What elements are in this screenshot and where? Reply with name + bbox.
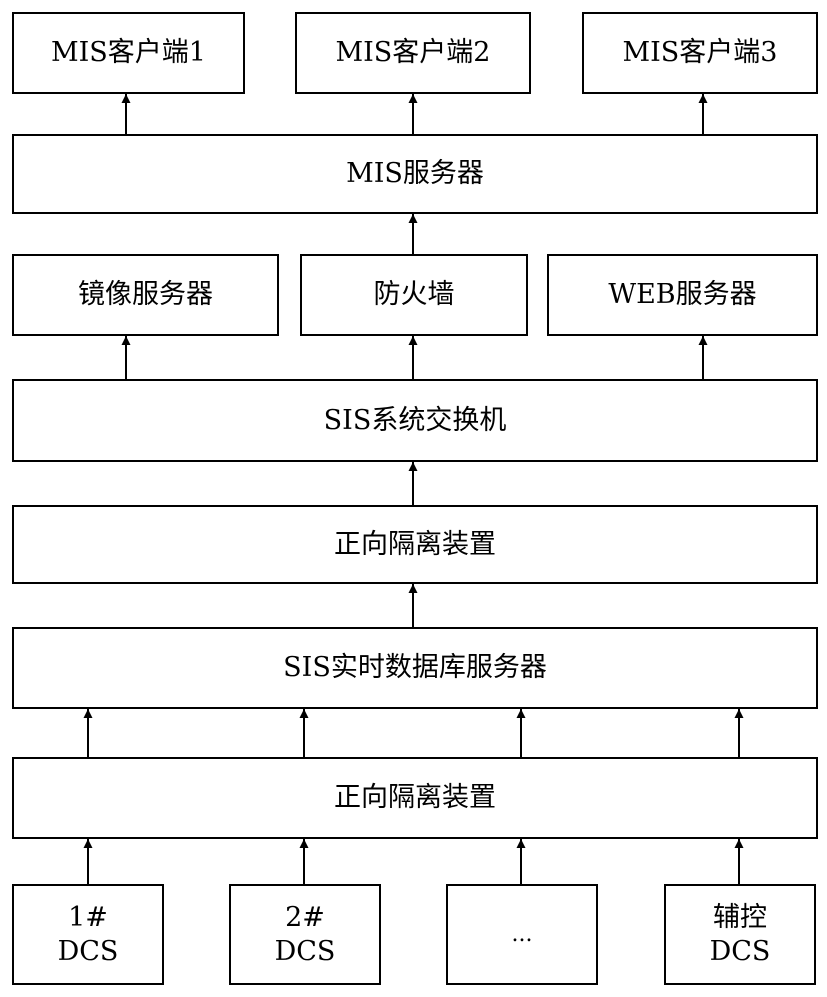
aux-dcs-line2: DCS [709, 935, 771, 967]
forward-isolation-upper-label: 正向隔离装置 [334, 528, 496, 560]
mis-server-label: MIS服务器 [346, 158, 484, 190]
aux-dcs-line1: 辅控 [713, 901, 767, 933]
mirror-server-label: 镜像服务器 [78, 279, 213, 311]
forward-isolation-lower-label: 正向隔离装置 [334, 782, 496, 814]
dcs-1-line2: DCS [57, 935, 119, 967]
dcs-more-box: ... [446, 884, 598, 985]
sis-switch-label: SIS系统交换机 [323, 404, 507, 436]
web-server-label: WEB服务器 [608, 279, 757, 311]
web-server-box: WEB服务器 [547, 254, 818, 336]
sis-rtdb-server-label: SIS实时数据库服务器 [283, 652, 547, 684]
dcs-1-line1: 1# [68, 901, 108, 933]
forward-isolation-lower-box: 正向隔离装置 [12, 757, 818, 839]
mis-client-2-box: MIS客户端2 [295, 12, 531, 94]
mis-client-3-label: MIS客户端3 [622, 37, 778, 69]
dcs-2-line1: 2# [285, 901, 325, 933]
aux-dcs-box: 辅控 DCS [664, 884, 816, 985]
mis-server-box: MIS服务器 [12, 134, 818, 214]
mis-client-1-label: MIS客户端1 [51, 37, 206, 69]
forward-isolation-upper-box: 正向隔离装置 [12, 505, 818, 584]
dcs-more-line1: ... [511, 921, 533, 947]
sis-switch-box: SIS系统交换机 [12, 379, 818, 462]
firewall-label: 防火墙 [373, 279, 455, 311]
sis-rtdb-server-box: SIS实时数据库服务器 [12, 627, 818, 709]
mis-client-1-box: MIS客户端1 [12, 12, 245, 94]
mis-client-3-box: MIS客户端3 [582, 12, 818, 94]
mirror-server-box: 镜像服务器 [12, 254, 279, 336]
firewall-box: 防火墙 [300, 254, 528, 336]
mis-client-2-label: MIS客户端2 [335, 37, 491, 69]
dcs-1-box: 1# DCS [12, 884, 164, 985]
dcs-2-box: 2# DCS [229, 884, 381, 985]
dcs-2-line2: DCS [274, 935, 336, 967]
